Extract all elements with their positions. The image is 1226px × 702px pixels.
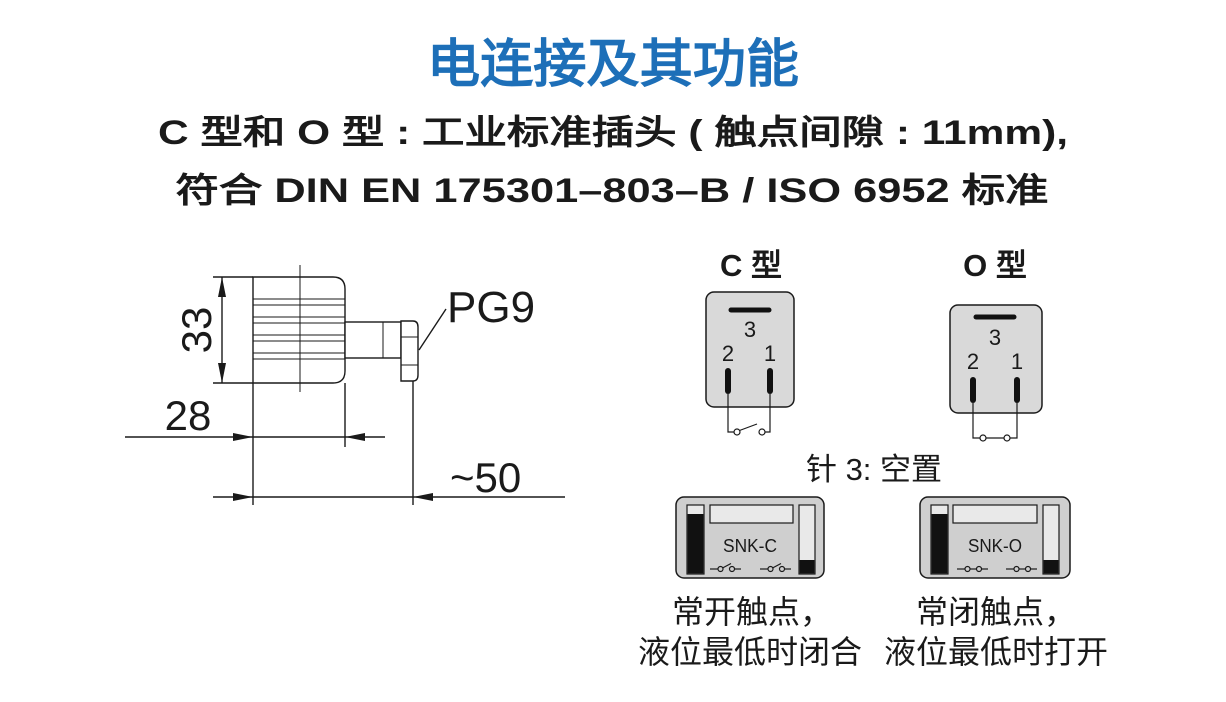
contact-terminal bbox=[758, 428, 766, 436]
pin-3-note: 针 3: 空置 bbox=[806, 452, 942, 487]
contact-terminal bbox=[979, 434, 987, 442]
module-snk-o-left-gauge-fill bbox=[931, 514, 948, 574]
dimension-arrow bbox=[345, 433, 365, 441]
module-snk-o-caption-line-2: 液位最低时打开 bbox=[884, 634, 1108, 670]
module-snk-c: SNK-C bbox=[675, 496, 825, 579]
dimension-arrow bbox=[233, 433, 253, 441]
thread-label: PG9 bbox=[447, 283, 535, 332]
dimension-arrow bbox=[218, 363, 226, 383]
subtitle-line-2: 符合 DIN EN 175301–803–B / ISO 6952 标准 bbox=[176, 172, 1049, 210]
connector-c-pin-1-label: 1 bbox=[764, 341, 776, 366]
normally-open-contact-icon bbox=[727, 394, 771, 436]
cable-gland-nut bbox=[400, 320, 419, 382]
connector-o-type: O 型 3 2 1 bbox=[949, 248, 1043, 442]
module-snk-c-display-window bbox=[709, 504, 794, 524]
contact-blade bbox=[772, 562, 782, 569]
normally-closed-contact-icon bbox=[1006, 565, 1037, 573]
connector-c-type: C 型 3 2 1 bbox=[705, 248, 795, 436]
connector-o-pin-1-label: 1 bbox=[1011, 349, 1023, 374]
module-snk-o-right-gauge bbox=[1042, 504, 1060, 575]
connector-o-label: O 型 bbox=[963, 248, 1027, 283]
normally-closed-contact-icon bbox=[957, 565, 988, 573]
module-snk-c-left-gauge-fill bbox=[687, 514, 704, 574]
normally-closed-contact-icon bbox=[972, 403, 1018, 442]
connector-neck bbox=[344, 321, 402, 359]
contact-blade bbox=[722, 562, 732, 569]
dimension-body-value: 28 bbox=[165, 392, 212, 439]
subtitle-line-1: C 型和 O 型 : 工业标准插头 ( 触点间隙 : 11mm), bbox=[158, 114, 1068, 152]
connector-body bbox=[252, 276, 346, 384]
contact-blade bbox=[739, 423, 758, 432]
connector-c-pin-2-label: 2 bbox=[722, 341, 734, 366]
module-snk-o: SNK-O bbox=[919, 496, 1071, 579]
dimension-arrow bbox=[413, 493, 433, 501]
module-snk-c-label: SNK-C bbox=[723, 536, 777, 556]
connector-o-pin-3-label: 3 bbox=[989, 325, 1001, 350]
contact-terminal bbox=[1003, 434, 1011, 442]
connector-o-pin-2-label: 2 bbox=[967, 349, 979, 374]
normally-open-contact-icon bbox=[710, 562, 741, 573]
module-snk-c-right-gauge-fill bbox=[799, 560, 815, 574]
module-snk-o-right-gauge-fill bbox=[1043, 560, 1059, 574]
dimension-arrow bbox=[233, 493, 253, 501]
module-snk-o-caption-line-1: 常闭触点， bbox=[916, 594, 1076, 630]
connector-c-pin-3-label: 3 bbox=[744, 317, 756, 342]
contact-terminal bbox=[767, 565, 774, 573]
contact-terminal bbox=[733, 428, 741, 436]
connector-o-housing bbox=[949, 304, 1043, 414]
dimension-arrow bbox=[218, 277, 226, 297]
dimension-height-value: 33 bbox=[173, 307, 220, 354]
body-grooves bbox=[253, 298, 345, 360]
module-snk-o-display-window bbox=[952, 504, 1038, 524]
contact-terminal bbox=[717, 565, 724, 573]
connector-c-label: C 型 bbox=[720, 248, 782, 283]
contact-wire bbox=[765, 394, 771, 433]
normally-open-contact-icon bbox=[760, 562, 791, 573]
page-title: 电连接及其功能 bbox=[427, 36, 799, 94]
connector-dimension-drawing: 33 28 ~50 PG9 bbox=[125, 265, 565, 505]
module-snk-c-caption-line-1: 常开触点， bbox=[672, 594, 832, 630]
contact-wire bbox=[1010, 403, 1018, 439]
dimension-total-value: ~50 bbox=[450, 454, 521, 501]
thread-leader-line bbox=[418, 308, 447, 351]
module-snk-o-label: SNK-O bbox=[968, 536, 1022, 556]
module-snk-c-right-gauge bbox=[798, 504, 816, 575]
contact-wire bbox=[727, 394, 734, 433]
contact-wire bbox=[972, 403, 980, 439]
module-snk-c-caption-line-2: 液位最低时闭合 bbox=[638, 634, 862, 670]
